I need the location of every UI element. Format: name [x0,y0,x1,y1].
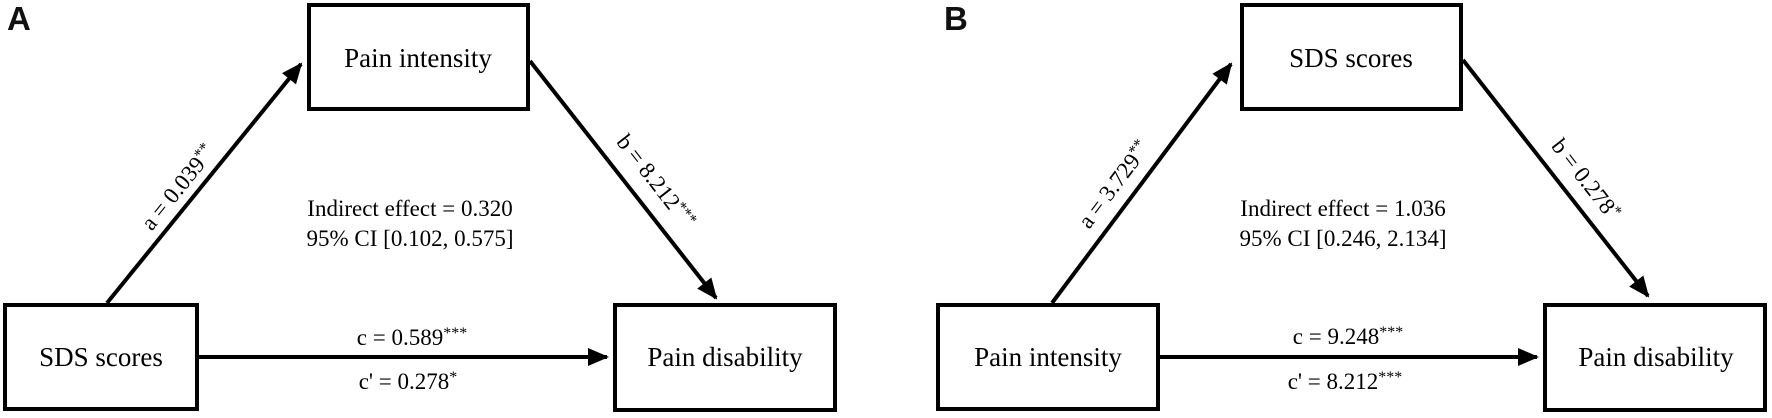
confidence-interval-line: 95% CI [0.246, 2.134] [1240,226,1447,251]
path-a-arrow [105,62,303,305]
node-mediator: Pain intensity [307,3,530,111]
path-b-arrow [1461,58,1650,298]
panel-b: B SDS scores Pain intensity Pain disabil… [936,0,1767,412]
node-outcome: Pain disability [1543,303,1767,412]
path-a-coefficient: a = 0.039** [136,140,220,235]
node-mediator-label: SDS scores [1289,43,1413,73]
node-outcome: Pain disability [613,303,837,412]
node-predictor-label: Pain intensity [974,342,1122,372]
path-c-coefficient: c = 9.248*** [1293,324,1403,349]
path-c-coefficient: c = 0.589*** [357,325,467,350]
node-mediator: SDS scores [1240,3,1463,111]
node-predictor-label: SDS scores [39,342,163,372]
node-outcome-label: Pain disability [1578,342,1734,372]
node-outcome-label: Pain disability [647,342,803,372]
path-c-prime-coefficient: c' = 0.278* [359,369,458,394]
node-mediator-label: Pain intensity [344,43,492,73]
indirect-effect-line: Indirect effect = 1.036 [1240,196,1445,221]
node-predictor: SDS scores [3,303,199,411]
panel-a: A Pain intensity SDS scores Pain disabil… [3,0,837,412]
indirect-effect-line: Indirect effect = 0.320 [307,196,512,221]
panel-b-label: B [944,0,968,37]
path-b-arrow [528,59,718,300]
node-predictor: Pain intensity [936,303,1160,411]
panel-a-label: A [7,0,31,37]
path-c-prime-coefficient: c' = 8.212*** [1288,369,1403,394]
confidence-interval-line: 95% CI [0.102, 0.575] [307,226,514,251]
path-a-arrow [1050,62,1233,305]
